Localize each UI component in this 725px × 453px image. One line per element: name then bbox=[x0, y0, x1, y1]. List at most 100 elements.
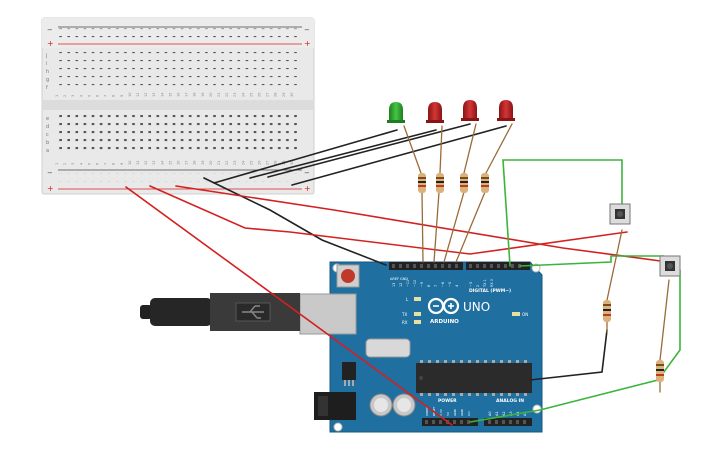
column-number: 5 bbox=[87, 163, 91, 165]
led-green[interactable] bbox=[387, 102, 405, 123]
wire-black-ground[interactable] bbox=[203, 177, 387, 266]
column-number: 5 bbox=[87, 95, 91, 97]
wire-black-led4[interactable] bbox=[291, 125, 507, 186]
rail-minus-label-bottom-right: − bbox=[304, 169, 310, 177]
column-number: 26 bbox=[258, 93, 262, 97]
digital-pin-label: TX 1 bbox=[483, 279, 487, 288]
resistor-2[interactable] bbox=[436, 173, 444, 193]
row-labels-bottom: e d c b a bbox=[46, 116, 49, 154]
column-number: 3 bbox=[71, 95, 75, 97]
svg-text:b: b bbox=[46, 140, 49, 146]
column-number: 30 bbox=[290, 93, 294, 97]
digital-pin-label: 8 bbox=[427, 285, 431, 287]
power-pin-label: IOREF bbox=[425, 407, 429, 416]
digital-pin-label: 4 bbox=[455, 285, 459, 287]
wire-green-button2-top[interactable] bbox=[519, 255, 665, 267]
power-pin-label: GND bbox=[460, 408, 464, 416]
column-number: 28 bbox=[274, 161, 278, 165]
column-number: 4 bbox=[79, 94, 83, 97]
resistors[interactable] bbox=[418, 173, 664, 382]
analog-label: ANALOG IN bbox=[496, 398, 524, 404]
digital-pin-label: 12 bbox=[399, 283, 403, 287]
wire-red-button2[interactable] bbox=[175, 185, 669, 263]
wire-black-button-ground[interactable] bbox=[529, 329, 608, 381]
resistor-3[interactable] bbox=[460, 173, 468, 193]
crystal bbox=[365, 338, 411, 358]
column-number: 14 bbox=[160, 92, 164, 97]
rail-minus-label-bottom: − bbox=[47, 169, 53, 177]
row-labels-top: j i h g f bbox=[45, 53, 49, 91]
led-red-3[interactable] bbox=[497, 100, 515, 121]
svg-text:i: i bbox=[46, 61, 47, 67]
column-number: 2 bbox=[63, 163, 67, 165]
usb-cable[interactable] bbox=[140, 293, 300, 331]
column-number: 15 bbox=[168, 93, 172, 97]
resistor-4[interactable] bbox=[481, 173, 489, 193]
column-number: 8 bbox=[112, 163, 116, 165]
column-number: 14 bbox=[160, 160, 164, 165]
column-number: 18 bbox=[193, 93, 197, 97]
arduino-logo-icon bbox=[427, 297, 460, 315]
rail-minus-label: − bbox=[47, 26, 53, 34]
digital-pin-label: ~6 bbox=[441, 282, 445, 287]
svg-text:c: c bbox=[46, 132, 49, 138]
column-number: 21 bbox=[217, 161, 221, 165]
power-label: POWER bbox=[438, 398, 457, 404]
capacitors bbox=[369, 393, 416, 417]
gnd-label: GND bbox=[400, 277, 408, 281]
column-number: 1 bbox=[55, 95, 59, 97]
wire-green-button1[interactable] bbox=[502, 159, 623, 267]
resistor-6[interactable] bbox=[656, 360, 664, 382]
led-red-2[interactable] bbox=[461, 100, 479, 121]
svg-text:h: h bbox=[46, 69, 49, 75]
column-number: 13 bbox=[152, 93, 156, 97]
analog-header bbox=[484, 418, 532, 426]
svg-text:e: e bbox=[46, 116, 49, 122]
resistor-1[interactable] bbox=[418, 173, 426, 193]
led-red-1[interactable] bbox=[426, 102, 444, 123]
column-number: 11 bbox=[136, 93, 140, 97]
breadboard[interactable]: − + − + j i h g f e d c b a 112 bbox=[41, 17, 315, 195]
column-number: 27 bbox=[266, 161, 270, 165]
column-number: 29 bbox=[282, 93, 286, 97]
arduino-brand: ARDUINO bbox=[430, 319, 459, 325]
column-number: 27 bbox=[266, 93, 270, 97]
column-number: 3 bbox=[71, 163, 75, 165]
power-pin-label: GND bbox=[453, 408, 457, 416]
column-number: 20 bbox=[209, 161, 213, 165]
resistor-5[interactable] bbox=[603, 300, 611, 322]
analog-pin-label: A1 bbox=[495, 411, 499, 416]
column-number: 9 bbox=[120, 163, 124, 165]
pushbutton-2[interactable] bbox=[659, 255, 681, 277]
wire-black-led3[interactable] bbox=[267, 123, 471, 178]
wire-black-led1[interactable] bbox=[213, 129, 398, 184]
usb-b-port bbox=[299, 293, 357, 335]
digital-header-left bbox=[389, 262, 463, 270]
power-pin-label: Vin bbox=[467, 411, 471, 416]
l-label: L bbox=[406, 297, 409, 302]
column-number: 24 bbox=[241, 160, 245, 165]
column-number: 7 bbox=[104, 95, 108, 97]
column-number: 15 bbox=[168, 161, 172, 165]
usb-icon bbox=[242, 305, 264, 319]
column-number: 6 bbox=[96, 95, 100, 97]
column-number: 10 bbox=[128, 93, 132, 97]
column-number: 22 bbox=[225, 93, 229, 97]
digital-pin-label: ~11 bbox=[406, 280, 410, 287]
wire-red-button1[interactable] bbox=[149, 185, 628, 255]
column-number: 13 bbox=[152, 161, 156, 165]
column-number: 25 bbox=[249, 93, 253, 97]
wire-red-5v[interactable] bbox=[125, 186, 453, 426]
reset-button[interactable] bbox=[336, 264, 360, 288]
analog-pin-label: A5 bbox=[523, 411, 527, 416]
uno-label: UNO bbox=[463, 300, 490, 314]
digital-pin-label: RX 0 bbox=[490, 279, 494, 287]
pushbutton-1[interactable] bbox=[609, 203, 631, 225]
tx-label: TX bbox=[401, 312, 407, 317]
analog-pin-label: A2 bbox=[502, 411, 506, 416]
column-number: 8 bbox=[112, 95, 116, 97]
wire-black-led2[interactable] bbox=[249, 129, 437, 179]
leds[interactable] bbox=[387, 100, 515, 123]
